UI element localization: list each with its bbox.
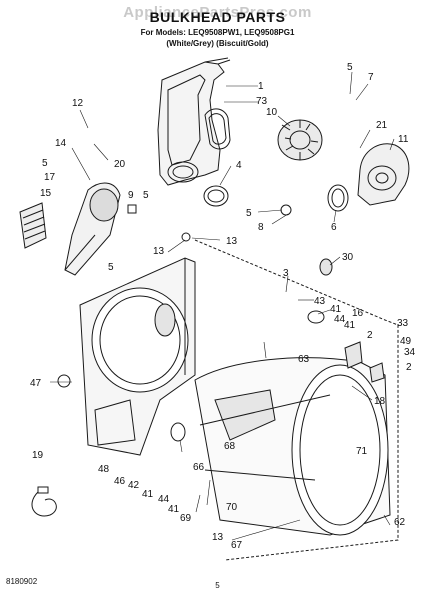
seal-6 (327, 184, 349, 212)
gasket-73 (204, 108, 231, 150)
callout-11: 11 (398, 134, 409, 145)
callout-48: 48 (98, 464, 110, 475)
callout-10: 10 (266, 107, 278, 118)
callout-5: 5 (108, 262, 114, 273)
callout-19: 19 (32, 450, 44, 461)
front-bulkhead-panel (79, 257, 196, 456)
callout-41: 41 (168, 504, 180, 515)
callout-44: 44 (334, 314, 346, 325)
blower-housing-11 (357, 143, 410, 206)
callout-4: 4 (236, 160, 242, 171)
callout-13: 13 (226, 236, 238, 247)
callout-33: 33 (397, 318, 409, 329)
bracket-34 (344, 341, 385, 383)
callout-17: 17 (44, 172, 56, 183)
callout-18: 18 (374, 396, 386, 407)
callout-41: 41 (344, 320, 356, 331)
callout-21: 21 (376, 120, 388, 131)
callout-6: 6 (331, 222, 337, 233)
duct-14 (64, 182, 121, 276)
callout-47: 47 (30, 378, 42, 389)
callout-41: 41 (330, 304, 342, 315)
seal-ring-4 (203, 185, 229, 207)
callout-30: 30 (342, 252, 354, 263)
cabinet-frame-outline (194, 239, 399, 561)
callout-8: 8 (258, 222, 264, 233)
callout-43: 43 (314, 296, 326, 307)
callout-1: 1 (258, 81, 264, 92)
callout-42: 42 (128, 480, 140, 491)
watermark: AppliancePartsPros.com (123, 4, 312, 21)
callout-46: 46 (114, 476, 126, 487)
drum (194, 357, 391, 536)
callout-20: 20 (114, 159, 126, 170)
callout-66: 66 (193, 462, 205, 473)
page-number: 5 (215, 581, 220, 590)
lint-grille-17 (19, 202, 47, 249)
callout-12: 12 (72, 98, 84, 109)
callout-62: 62 (394, 517, 406, 528)
callout-34: 34 (404, 347, 416, 358)
callout-71: 71 (356, 446, 368, 457)
callout-3: 3 (283, 268, 289, 279)
colors-line: (White/Grey) (Biscuit/Gold) (166, 39, 269, 48)
leader-lines (50, 71, 395, 541)
wire-harness-19 (31, 486, 57, 517)
callout-69: 69 (180, 513, 192, 524)
callout-68: 68 (224, 441, 236, 452)
callout-5: 5 (347, 62, 353, 73)
callout-5: 5 (246, 208, 252, 219)
callout-49: 49 (400, 336, 412, 347)
callout-44: 44 (158, 494, 170, 505)
callout-2: 2 (367, 330, 373, 341)
callout-13: 13 (212, 532, 224, 543)
callout-63: 63 (298, 354, 310, 365)
part-number: 8180902 (6, 577, 38, 586)
callout-16: 16 (352, 308, 364, 319)
callout-5: 5 (42, 158, 48, 169)
blower-wheel-10 (277, 119, 323, 161)
models-line: For Models: LEQ9508PW1, LEQ9508PG1 (140, 28, 295, 37)
callout-9: 9 (128, 190, 134, 201)
callout-14: 14 (55, 138, 67, 149)
callout-labels: 1 73 5 7 10 12 20 21 11 14 5 17 15 9 5 4… (30, 62, 416, 551)
callout-41: 41 (142, 489, 154, 500)
callout-2: 2 (406, 362, 412, 373)
callout-70: 70 (226, 502, 238, 513)
front-bulkhead-cover (157, 57, 231, 186)
callout-73: 73 (256, 96, 268, 107)
callout-13: 13 (153, 246, 165, 257)
page-title: BULKHEAD PARTS (149, 9, 286, 25)
callout-67: 67 (231, 540, 243, 551)
callout-15: 15 (40, 188, 52, 199)
callout-7: 7 (368, 72, 374, 83)
callout-5: 5 (143, 190, 149, 201)
